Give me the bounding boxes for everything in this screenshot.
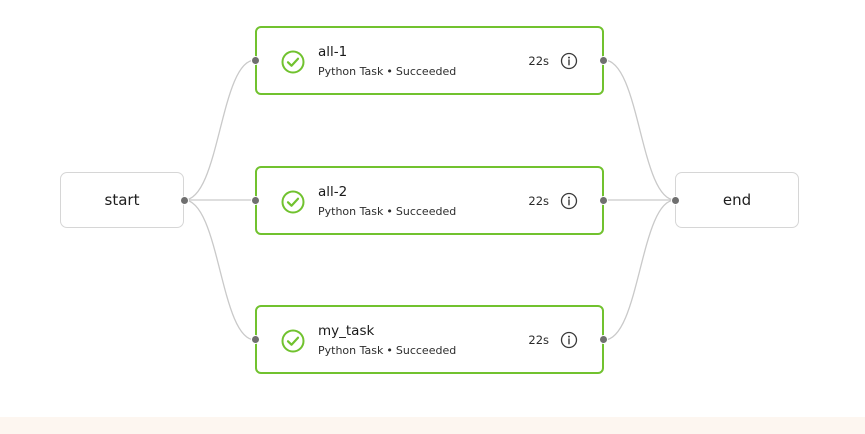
check-circle-icon bbox=[281, 50, 305, 74]
edge-my-task-to-end bbox=[603, 199, 676, 341]
edge-start-to-all-1 bbox=[183, 59, 256, 201]
start-node-label: start bbox=[104, 191, 140, 209]
task-type: Python Task bbox=[318, 205, 384, 218]
task-subtitle: Python Task•Succeeded bbox=[318, 65, 456, 78]
separator-dot: • bbox=[386, 205, 393, 218]
end-node-input-handle[interactable] bbox=[671, 196, 680, 205]
task-all-1-output-handle[interactable] bbox=[599, 56, 608, 65]
end-node[interactable]: end bbox=[675, 172, 799, 228]
task-name: all-1 bbox=[318, 44, 348, 60]
task-status: Succeeded bbox=[395, 205, 457, 218]
task-name: all-2 bbox=[318, 184, 348, 200]
task-node-my-task[interactable]: my_task Python Task•Succeeded 22s bbox=[255, 305, 604, 374]
task-all-2-input-handle[interactable] bbox=[251, 196, 260, 205]
separator-dot: • bbox=[386, 344, 393, 357]
separator-dot: • bbox=[386, 65, 393, 78]
task-my-task-output-handle[interactable] bbox=[599, 335, 608, 344]
task-type: Python Task bbox=[318, 344, 384, 357]
task-node-all-1[interactable]: all-1 Python Task•Succeeded 22s bbox=[255, 26, 604, 95]
bottom-panel-edge bbox=[0, 417, 865, 434]
check-circle-icon bbox=[281, 190, 305, 214]
task-my-task-input-handle[interactable] bbox=[251, 335, 260, 344]
task-all-1-input-handle[interactable] bbox=[251, 56, 260, 65]
task-node-all-2[interactable]: all-2 Python Task•Succeeded 22s bbox=[255, 166, 604, 235]
task-status: Succeeded bbox=[395, 65, 457, 78]
info-icon[interactable] bbox=[560, 52, 578, 70]
task-duration: 22s bbox=[528, 333, 549, 347]
start-node-output-handle[interactable] bbox=[180, 196, 189, 205]
info-icon[interactable] bbox=[560, 192, 578, 210]
task-subtitle: Python Task•Succeeded bbox=[318, 205, 456, 218]
task-status: Succeeded bbox=[395, 344, 457, 357]
task-all-2-output-handle[interactable] bbox=[599, 196, 608, 205]
task-subtitle: Python Task•Succeeded bbox=[318, 344, 456, 357]
end-node-label: end bbox=[722, 191, 752, 209]
info-icon[interactable] bbox=[560, 331, 578, 349]
task-name: my_task bbox=[318, 323, 375, 339]
task-duration: 22s bbox=[528, 194, 549, 208]
task-type: Python Task bbox=[318, 65, 384, 78]
check-circle-icon bbox=[281, 329, 305, 353]
start-node[interactable]: start bbox=[60, 172, 184, 228]
task-duration: 22s bbox=[528, 54, 549, 68]
edge-start-to-my-task bbox=[183, 199, 256, 341]
edge-all-1-to-end bbox=[603, 59, 676, 201]
